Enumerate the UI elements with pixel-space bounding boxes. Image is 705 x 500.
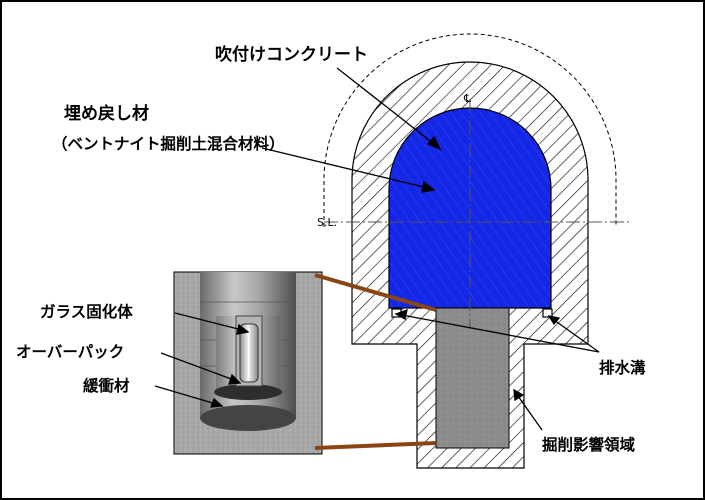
leader-edz xyxy=(517,395,543,431)
label-overpack: オーバーパック xyxy=(16,343,124,361)
excavation-outline xyxy=(323,33,617,227)
connector-top xyxy=(314,273,437,312)
disposal-pit-inset xyxy=(173,271,323,455)
leader-overpack xyxy=(160,352,235,381)
label-edz: 掘削影響領域 xyxy=(542,435,636,454)
drainage-ditch-right xyxy=(542,308,553,318)
label-backfill-line1: 埋め戻し材 xyxy=(64,103,149,124)
connector-bottom xyxy=(314,441,437,450)
leader-shotcrete xyxy=(336,67,435,145)
label-drainage: 排水溝 xyxy=(599,358,646,377)
leader-backfill xyxy=(261,147,429,189)
leader-glass xyxy=(174,312,243,331)
backfill-region xyxy=(388,107,552,309)
label-shotcrete: 吹付けコンクリート xyxy=(215,44,368,65)
edz-region xyxy=(435,307,510,449)
leader-drain-left xyxy=(401,314,600,353)
label-spring-line: S.L. xyxy=(317,216,337,229)
leader-buffer xyxy=(154,385,217,405)
label-buffer: 緩衝材 xyxy=(83,376,130,395)
label-vitrified-waste: ガラス固化体 xyxy=(40,302,133,321)
leader-drain-right xyxy=(553,319,600,353)
label-backfill-line2: （ベントナイト掘削土混合材料） xyxy=(52,134,285,153)
label-centerline: ℄ xyxy=(463,92,471,105)
tunnel-cross-section xyxy=(323,33,632,469)
